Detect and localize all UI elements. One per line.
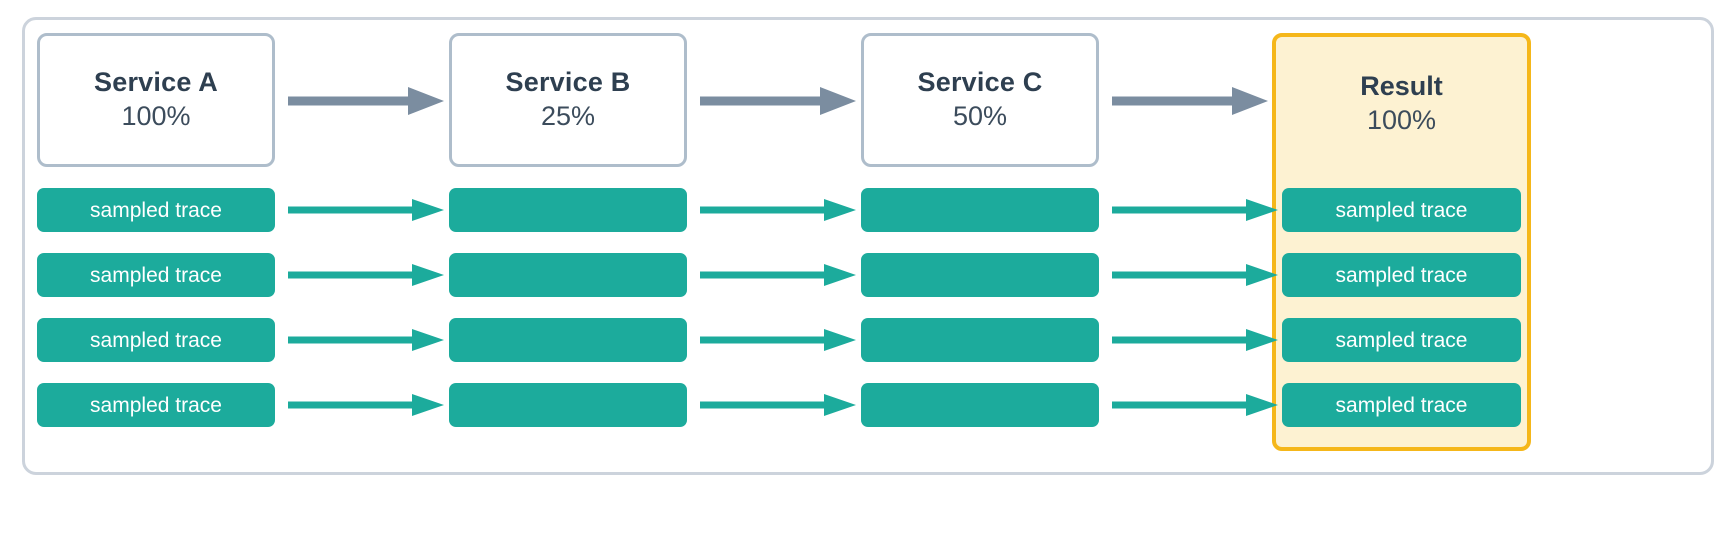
trace-arrow-service-c-to-result-row-2 xyxy=(1112,264,1278,286)
trace-bar-result-row-4[interactable]: sampled trace xyxy=(1282,383,1521,427)
trace-bar-result-row-2[interactable]: sampled trace xyxy=(1282,253,1521,297)
trace-label: sampled trace xyxy=(90,328,222,352)
service-title: Service B xyxy=(505,67,631,98)
service-title: Service C xyxy=(917,67,1043,98)
trace-arrow-service-b-to-service-c-row-3 xyxy=(700,329,856,351)
trace-bar-service-c-row-3[interactable] xyxy=(861,318,1099,362)
service-box-service-a[interactable]: Service A 100% xyxy=(37,33,275,167)
result-panel[interactable]: Result 100% xyxy=(1272,33,1531,451)
trace-bar-service-c-row-1[interactable] xyxy=(861,188,1099,232)
trace-bar-service-c-row-2[interactable] xyxy=(861,253,1099,297)
trace-bar-service-b-row-4[interactable] xyxy=(449,383,687,427)
trace-bar-result-row-3[interactable]: sampled trace xyxy=(1282,318,1521,362)
trace-arrow-service-b-to-service-c-row-2 xyxy=(700,264,856,286)
service-percent: 100% xyxy=(121,101,191,131)
trace-bar-service-c-row-4[interactable] xyxy=(861,383,1099,427)
trace-bar-service-b-row-3[interactable] xyxy=(449,318,687,362)
trace-label: sampled trace xyxy=(1335,198,1468,222)
service-box-service-c[interactable]: Service C 50% xyxy=(861,33,1099,167)
trace-label: sampled trace xyxy=(90,263,222,287)
trace-label: sampled trace xyxy=(1335,328,1468,352)
trace-label: sampled trace xyxy=(1335,263,1468,287)
arrow-service-a-to-service-b xyxy=(288,87,444,115)
trace-arrow-service-c-to-result-row-1 xyxy=(1112,199,1278,221)
arrow-service-b-to-service-c xyxy=(700,87,856,115)
trace-arrow-service-a-to-service-b-row-4 xyxy=(288,394,444,416)
trace-arrow-service-c-to-result-row-3 xyxy=(1112,329,1278,351)
trace-bar-service-b-row-1[interactable] xyxy=(449,188,687,232)
trace-arrow-service-b-to-service-c-row-4 xyxy=(700,394,856,416)
trace-bar-service-b-row-2[interactable] xyxy=(449,253,687,297)
trace-bar-service-a-row-1[interactable]: sampled trace xyxy=(37,188,275,232)
trace-arrow-service-b-to-service-c-row-1 xyxy=(700,199,856,221)
trace-arrow-service-a-to-service-b-row-2 xyxy=(288,264,444,286)
service-percent: 50% xyxy=(952,101,1008,131)
trace-bar-service-a-row-2[interactable]: sampled trace xyxy=(37,253,275,297)
trace-bar-result-row-1[interactable]: sampled trace xyxy=(1282,188,1521,232)
result-header: Result 100% xyxy=(1276,37,1527,171)
diagram-outer-frame xyxy=(22,17,1714,475)
result-title: Result xyxy=(1360,71,1443,102)
trace-bar-service-a-row-4[interactable]: sampled trace xyxy=(37,383,275,427)
service-title: Service A xyxy=(94,67,218,98)
trace-label: sampled trace xyxy=(90,198,222,222)
trace-arrow-service-a-to-service-b-row-3 xyxy=(288,329,444,351)
service-percent: 25% xyxy=(540,101,596,131)
trace-label: sampled trace xyxy=(1335,393,1468,417)
arrow-service-c-to-result xyxy=(1112,87,1268,115)
trace-bar-service-a-row-3[interactable]: sampled trace xyxy=(37,318,275,362)
result-percent: 100% xyxy=(1366,105,1437,135)
trace-arrow-service-c-to-result-row-4 xyxy=(1112,394,1278,416)
trace-arrow-service-a-to-service-b-row-1 xyxy=(288,199,444,221)
trace-label: sampled trace xyxy=(90,393,222,417)
service-box-service-b[interactable]: Service B 25% xyxy=(449,33,687,167)
